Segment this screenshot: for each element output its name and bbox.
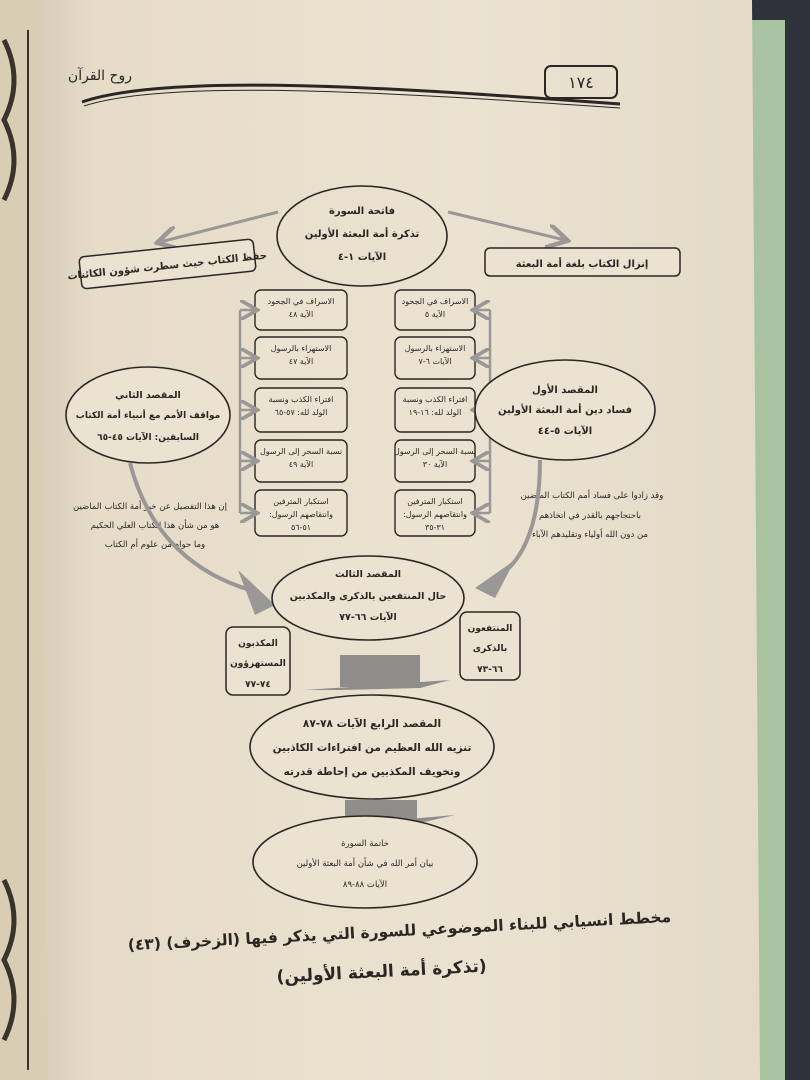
left-column-box: افتراء الكذب ونسبة الولد لله: ٥٧-٦٥ bbox=[254, 387, 348, 433]
right-column-text: الآية ٥ bbox=[425, 309, 445, 319]
beneficiaries-box: المنتفعون بالذكرى ٦٦-٧٣ bbox=[459, 611, 521, 681]
left-column-box: الاسراف في الجحود الآية ٤٨ bbox=[254, 289, 348, 331]
svg-text:المقصد الثاني: المقصد الثاني bbox=[115, 390, 181, 401]
left-column-text: نسبة السحر إلى الرسول bbox=[260, 447, 342, 457]
closing-node: خاتمة السورة بيان أمر الله في شأن أمة ال… bbox=[252, 815, 478, 909]
right-column-box: افتراء الكذب ونسبة الولد لله: ١٦-١٩ bbox=[394, 387, 476, 433]
page-number: ١٧٤ bbox=[568, 73, 594, 92]
right-column-text: افتراء الكذب ونسبة bbox=[403, 395, 468, 404]
svg-text:باحتجاجهم بالقدر في اتخاذهم: باحتجاجهم بالقدر في اتخاذهم bbox=[539, 511, 641, 521]
arrowhead-right-icon bbox=[475, 560, 515, 598]
right-column-text: استكبار المترفين bbox=[407, 497, 462, 506]
left-column-text: الآية ٤٩ bbox=[289, 459, 313, 469]
left-column-text: وانتقاصهم الرسول: bbox=[269, 510, 333, 519]
arrow-left bbox=[160, 210, 279, 242]
first-aim-node: المقصد الأول فساد دين أمة البعثة الأولين… bbox=[474, 359, 656, 461]
svg-text:خاتمة السورة: خاتمة السورة bbox=[341, 839, 389, 849]
second-aim-note: إن هذا التفصيل عن خبر أمة الكتاب الماضين… bbox=[73, 500, 227, 550]
svg-text:٧٤-٧٧: ٧٤-٧٧ bbox=[245, 680, 271, 690]
curved-arrow-left bbox=[128, 462, 251, 592]
svg-text:فاتحة السورة: فاتحة السورة bbox=[329, 206, 395, 217]
svg-text:المستهزؤون: المستهزؤون bbox=[230, 659, 286, 669]
connector-down-1 bbox=[305, 655, 450, 690]
svg-text:وقد زادوا على فساد أمم الكتاب: وقد زادوا على فساد أمم الكتاب الماضين bbox=[521, 489, 664, 501]
left-column-box: استكبار المترفين وانتقاصهم الرسول: ٥١-٥٦ bbox=[254, 489, 348, 537]
right-top-box: إنزال الكتاب بلغة أمة البعثة bbox=[484, 247, 681, 277]
svg-text:بيان أمر الله في شأن أمة البعث: بيان أمر الله في شأن أمة البعثة الأولين bbox=[297, 857, 434, 869]
left-column-text: استكبار المترفين bbox=[273, 497, 328, 506]
left-column-box: الاستهزاء بالرسول الآية ٤٧ bbox=[254, 336, 348, 380]
svg-text:إنزال الكتاب بلغة أمة البعثة: إنزال الكتاب بلغة أمة البعثة bbox=[516, 257, 649, 270]
right-column-text: الآيات ٦-٧ bbox=[418, 356, 451, 366]
second-aim-node: المقصد الثاني مواقف الأمم مع أنبياء أمة … bbox=[65, 366, 231, 464]
left-column-text: الاستهزاء بالرسول bbox=[271, 344, 332, 353]
left-column-text: افتراء الكذب ونسبة bbox=[269, 395, 334, 404]
left-column-text: الولد لله: ٥٧-٦٥ bbox=[275, 408, 328, 417]
ornament-border-icon bbox=[1, 38, 17, 1042]
svg-text:٦٦-٧٣: ٦٦-٧٣ bbox=[477, 665, 503, 675]
svg-text:إن هذا التفصيل عن خبر أمة الكت: إن هذا التفصيل عن خبر أمة الكتاب الماضين bbox=[73, 500, 227, 512]
consequence-columns: الاسراف في الجحود الآية ٥ الاستهزاء بالرسو… bbox=[238, 289, 492, 537]
left-column-text: الآية ٤٨ bbox=[289, 309, 313, 319]
right-column-text: الآية ٣٠ bbox=[423, 459, 447, 469]
opening-node: فاتحة السورة تذكرة أمة البعثة الأولين ال… bbox=[276, 185, 448, 287]
deniers-box: المكذبون المستهزؤون ٧٤-٧٧ bbox=[225, 626, 291, 696]
svg-text:بالذكرى: بالذكرى bbox=[473, 644, 507, 654]
svg-text:الآيات ٨٨-٨٩: الآيات ٨٨-٨٩ bbox=[343, 879, 387, 890]
svg-text:هو من شأن هذا الكتاب العلي الح: هو من شأن هذا الكتاب العلي الحكيم bbox=[91, 519, 219, 531]
page-header: روح القرآن ١٧٤ bbox=[68, 65, 621, 109]
svg-text:تذكرة أمة البعثة الأولين: تذكرة أمة البعثة الأولين bbox=[305, 227, 420, 240]
svg-text:من دون الله أولياء وتقليدهم ال: من دون الله أولياء وتقليدهم الآباء bbox=[532, 528, 648, 540]
book-title: روح القرآن bbox=[68, 67, 132, 84]
svg-text:وما حواه من علوم أم الكتاب: وما حواه من علوم أم الكتاب bbox=[105, 538, 205, 550]
right-column-text: ٣١-٣٥ bbox=[425, 523, 445, 532]
right-column-text: نسبة السحر إلى الرسول bbox=[394, 447, 476, 457]
right-column-box: استكبار المترفين وانتقاصهم الرسول: ٣١-٣٥ bbox=[394, 489, 476, 537]
svg-text:المقصد الثالث: المقصد الثالث bbox=[335, 569, 401, 580]
right-column-box: الاستهزاء بالرسول الآيات ٦-٧ bbox=[394, 336, 476, 380]
svg-text:الآيات ٦٦-٧٧: الآيات ٦٦-٧٧ bbox=[339, 611, 397, 623]
left-column-text: الاسراف في الجحود bbox=[268, 297, 335, 306]
svg-text:الآيات ١-٤: الآيات ١-٤ bbox=[338, 251, 386, 263]
right-column-text: وانتقاصهم الرسول: bbox=[403, 510, 467, 519]
fourth-aim-node: المقصد الرابع الآيات ٧٨-٨٧ تنزيه الله ال… bbox=[249, 694, 495, 800]
svg-text:المقصد الأول: المقصد الأول bbox=[532, 383, 598, 396]
right-column-text: الاستهزاء بالرسول bbox=[405, 344, 466, 353]
arrowhead-left-icon bbox=[238, 570, 275, 615]
svg-text:فساد دين أمة البعثة الأولين: فساد دين أمة البعثة الأولين bbox=[498, 403, 632, 416]
svg-text:المقصد الرابع الآيات ٧٨-٨٧: المقصد الرابع الآيات ٧٨-٨٧ bbox=[303, 717, 441, 730]
svg-text:المكذبون: المكذبون bbox=[238, 639, 278, 649]
right-column-box: الاسراف في الجحود الآية ٥ bbox=[394, 289, 476, 331]
third-aim-node: المقصد الثالث حال المنتفعين بالذكرى والم… bbox=[271, 555, 465, 641]
svg-text:مواقف الأمم مع أنبياء أمة الكت: مواقف الأمم مع أنبياء أمة الكتاب bbox=[76, 409, 220, 421]
svg-text:تنزيه الله العظيم من افتراءات: تنزيه الله العظيم من افتراءات الكاذبين bbox=[273, 742, 472, 754]
right-column-text: الولد لله: ١٦-١٩ bbox=[409, 408, 462, 417]
svg-text:وتخويف المكذبين من إحاطة قدرته: وتخويف المكذبين من إحاطة قدرته bbox=[284, 766, 461, 778]
right-column-text: الاسراف في الجحود bbox=[402, 297, 469, 306]
svg-text:الآيات ٥-٤٤: الآيات ٥-٤٤ bbox=[538, 425, 592, 437]
svg-text:حال المنتفعين بالذكرى والمكذبي: حال المنتفعين بالذكرى والمكذبين bbox=[290, 591, 447, 602]
page-number-ornament-icon bbox=[544, 65, 618, 99]
left-column-box: نسبة السحر إلى الرسول الآية ٤٩ bbox=[254, 439, 348, 483]
right-column-box: نسبة السحر إلى الرسول الآية ٣٠ bbox=[394, 439, 476, 483]
arrow-right bbox=[447, 210, 565, 240]
first-aim-note: وقد زادوا على فساد أمم الكتاب الماضين با… bbox=[521, 489, 664, 540]
left-column-text: الآية ٤٧ bbox=[289, 356, 313, 366]
svg-text:السابقين: الآيات ٤٥-٦٥: السابقين: الآيات ٤٥-٦٥ bbox=[97, 431, 199, 443]
left-column-text: ٥١-٥٦ bbox=[291, 523, 311, 532]
svg-text:المنتفعون: المنتفعون bbox=[468, 624, 513, 634]
